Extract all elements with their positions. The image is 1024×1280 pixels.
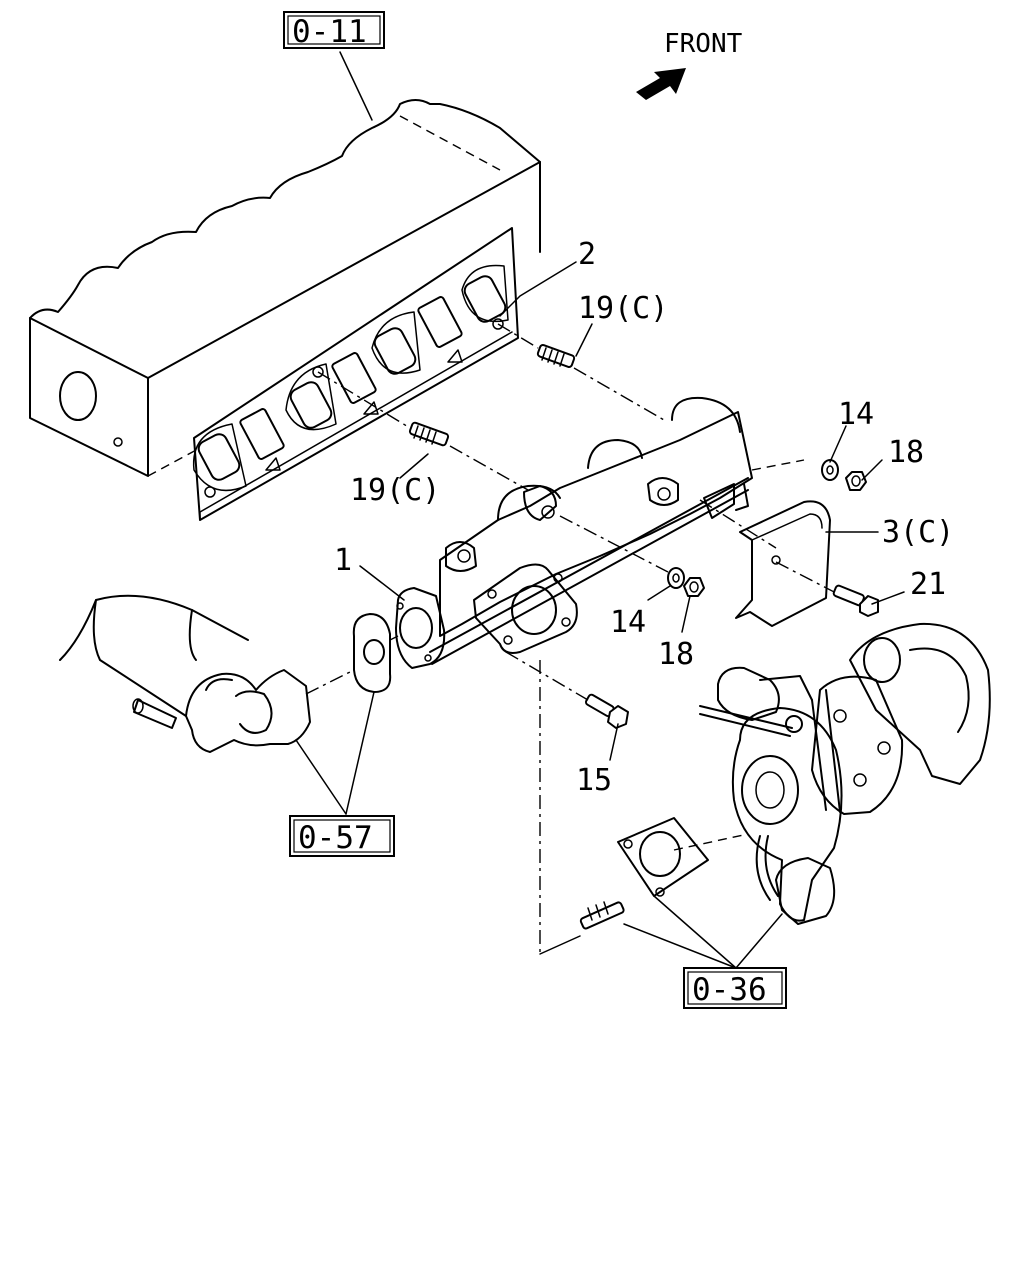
callout-nut-upper: 18 [888,435,924,470]
heat-shield [735,500,831,627]
callout-manifold: 1 [334,543,352,578]
turbo-stud [579,901,625,930]
washer-lower [667,567,685,589]
ref-egr-cooler[interactable]: 0-57 [289,815,395,857]
bolt-shield [832,584,879,617]
ref-turbocharger-label: 0-36 [692,972,767,1008]
egr-cooler [59,594,311,753]
nut-lower [683,577,705,597]
washer-upper [821,459,839,481]
callout-stud-upper: 19(C) [578,291,668,326]
egr-gasket [352,613,392,693]
callout-manifold-gasket: 2 [578,237,596,272]
callout-washer-lower: 14 [610,605,646,640]
callout-heat-shield: 3(C) [882,515,954,550]
turbocharger [699,622,991,925]
exhaust-manifold [395,396,753,669]
ref-egr-cooler-label: 0-57 [298,820,373,856]
callout-stud-lower: 19(C) [350,473,440,508]
ref-cylinder-head-label: 0-11 [292,14,367,50]
stud-upper [536,344,576,368]
ref-turbocharger[interactable]: 0-36 [683,967,787,1009]
front-label: FRONT [664,29,743,59]
bolt-lower [584,693,629,729]
callout-bolt-shield: 21 [910,567,946,602]
cylinder-head [29,99,541,477]
callout-washer-upper: 14 [838,397,874,432]
callout-nut-lower: 18 [658,637,694,672]
ref-cylinder-head[interactable]: 0-11 [283,11,385,50]
front-arrow-icon [636,68,686,100]
turbo-gasket [617,817,709,897]
callout-bolt-lower: 15 [576,763,612,798]
manifold-gasket [192,227,519,521]
stud-lower [408,421,450,447]
nut-upper [845,471,867,491]
